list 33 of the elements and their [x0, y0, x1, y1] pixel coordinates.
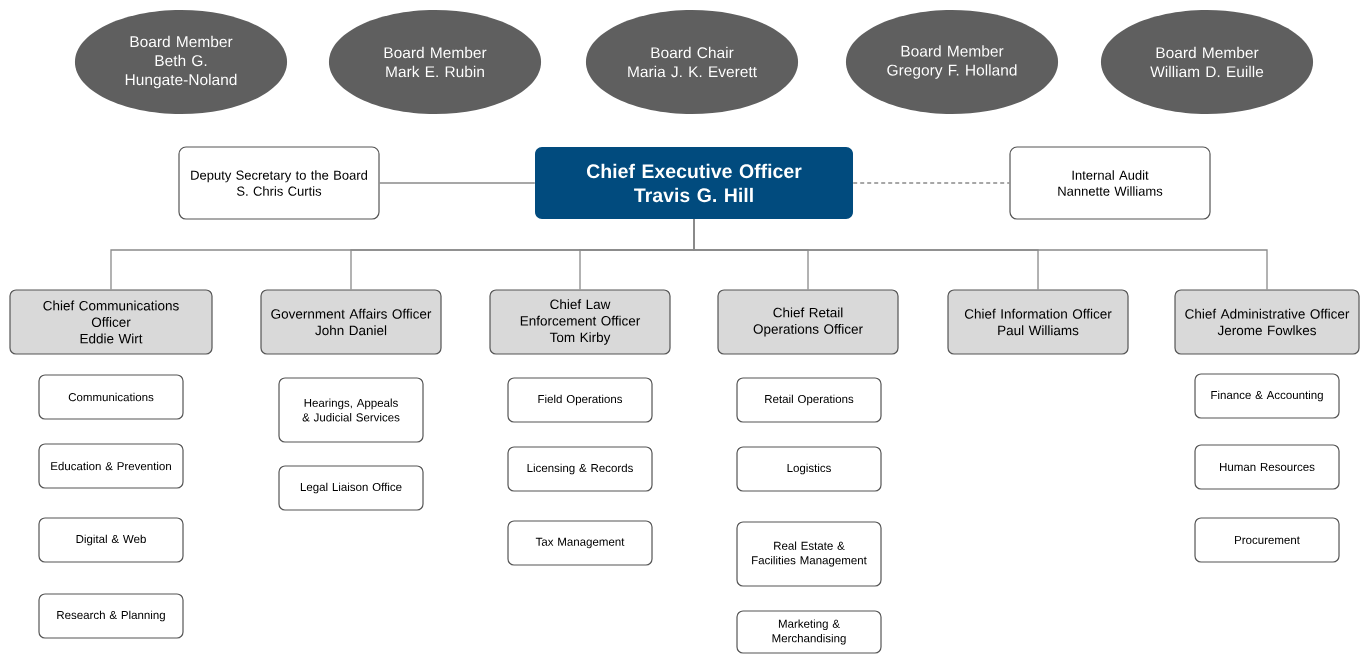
officer-box: Chief Communications Officer Eddie Wirt	[9, 289, 213, 355]
board-member-oval: Board Chair Maria J. K. Everett	[585, 10, 799, 114]
department-box: Tax Management	[507, 520, 653, 566]
officer-box: Chief Administrative Officer Jerome Fowlkes	[1174, 289, 1360, 355]
process-box: Deputy Secretary to the Board S. Chris Curtis	[178, 146, 380, 220]
officer-box: Chief Information Officer Paul Williams	[947, 289, 1129, 355]
department-box: Human Resources	[1194, 444, 1340, 490]
board-member-oval: Board Member Beth G. Hungate-Noland	[74, 10, 288, 114]
board-member-oval: Board Member Gregory F. Holland	[845, 10, 1059, 114]
connector-line	[378, 182, 536, 184]
department-box: Procurement	[1194, 517, 1340, 563]
department-box: Legal Liaison Office	[278, 465, 424, 511]
department-box: Finance & Accounting	[1194, 373, 1340, 419]
department-box: Research & Planning	[38, 593, 184, 639]
connector-line	[693, 218, 1268, 291]
department-box: Retail Operations	[736, 377, 882, 423]
department-box: Field Operations	[507, 377, 653, 423]
department-box: Real Estate & Facilities Management	[736, 521, 882, 587]
officer-box: Chief Retail Operations Officer	[717, 289, 899, 355]
connector-line	[852, 182, 1011, 184]
officer-box: Chief Law Enforcement Officer Tom Kirby	[489, 289, 671, 355]
executive-box: Chief Executive Officer Travis G. Hill	[535, 147, 853, 219]
process-box: Internal Audit Nannette Williams	[1009, 146, 1211, 220]
board-member-oval: Board Member Mark E. Rubin	[328, 10, 542, 114]
officer-box: Government Affairs Officer John Daniel	[260, 289, 442, 355]
board-member-oval: Board Member William D. Euille	[1100, 10, 1314, 114]
department-box: Digital & Web	[38, 517, 184, 563]
department-box: Licensing & Records	[507, 446, 653, 492]
department-box: Hearings, Appeals & Judicial Services	[278, 377, 424, 443]
department-box: Education & Prevention	[38, 443, 184, 489]
department-box: Marketing & Merchandising	[736, 610, 882, 654]
department-box: Communications	[38, 374, 184, 420]
department-box: Logistics	[736, 446, 882, 492]
